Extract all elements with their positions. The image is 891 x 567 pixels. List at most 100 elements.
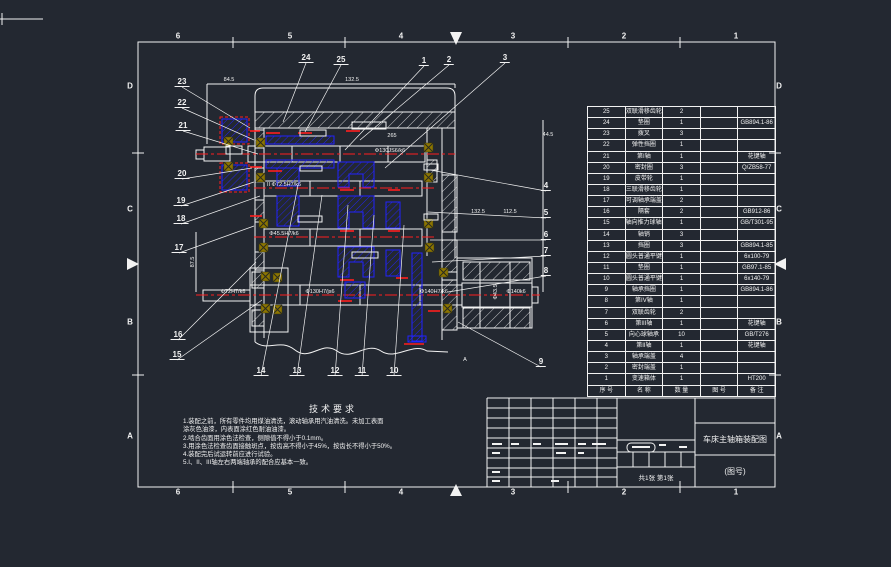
bom-cell: 3 — [662, 161, 701, 174]
leader-line — [431, 255, 547, 263]
bom-cell: 1 — [662, 273, 701, 286]
right-centering-mark — [774, 258, 786, 270]
leader-line — [334, 204, 349, 377]
bom-cell: 三联滑移齿轮 — [624, 183, 664, 197]
bom-cell — [699, 161, 739, 174]
bom-cell — [737, 362, 776, 375]
part-balloon: 9 — [535, 357, 547, 367]
leader-line — [361, 214, 375, 377]
leader-line — [384, 62, 506, 169]
bom-cell: GB894.1-85 — [737, 239, 776, 252]
bom-cell: 隔套 — [624, 206, 664, 219]
bom-cell: 数 量 — [662, 384, 701, 398]
bom-cell — [737, 295, 776, 308]
bom-cell: 变速箱体 — [624, 373, 664, 386]
zone-label: C — [127, 204, 133, 214]
bom-cell: 密封圈 — [624, 161, 664, 174]
bom-cell: 18 — [587, 183, 626, 197]
part-balloon: 22 — [174, 98, 190, 108]
zone-label: 3 — [510, 31, 516, 41]
part-balloon: 2 — [443, 55, 455, 65]
zone-label: D — [776, 81, 782, 91]
bom-cell: 16 — [587, 206, 626, 219]
leader-line — [176, 299, 263, 361]
bom-cell: 1 — [662, 373, 701, 386]
leader-line — [182, 130, 259, 155]
bom-cell: 2 — [662, 105, 701, 119]
bom-cell: 10 — [662, 328, 701, 341]
leader-line — [177, 261, 257, 341]
assembly-section-view — [195, 83, 544, 355]
part-balloon: 1 — [418, 56, 430, 66]
bom-cell: 15 — [587, 217, 626, 230]
bom-cell: Q/ZB58-77 — [737, 161, 776, 174]
bom-cell: 轴向推力球轴承 — [624, 217, 664, 230]
bom-cell: 圆头普通平键 — [624, 273, 664, 286]
dimension-label: 265 — [387, 133, 397, 139]
part-balloon: 19 — [173, 196, 189, 206]
bom-cell — [699, 261, 739, 275]
bom-cell: 2 — [662, 195, 701, 208]
bom-cell — [737, 195, 776, 208]
bom-cell: 24 — [587, 117, 626, 130]
bom-cell: 3 — [662, 128, 701, 141]
dimension-label: Φ130H7/js6 — [305, 289, 335, 295]
bom-cell — [699, 105, 739, 119]
tech-line: 1.装配之前，所有零件均用煤油清洗，滚动轴承用汽油清洗。未加工表面 — [183, 418, 384, 425]
leader-line — [180, 195, 261, 225]
zone-label: 3 — [510, 487, 516, 497]
bom-cell: 22 — [587, 139, 626, 152]
bom-cell: 9 — [587, 284, 626, 297]
bom-cell: 1 — [662, 217, 701, 230]
leader-line — [178, 225, 255, 254]
part-balloon: 21 — [175, 121, 191, 131]
bom-cell — [699, 317, 739, 330]
bom-cell — [699, 284, 739, 297]
bom-cell: GB912-86 — [737, 206, 776, 219]
bom-cell: 1 — [662, 339, 701, 353]
leader-line — [260, 184, 299, 377]
bom-cell — [737, 105, 776, 119]
bom-cell — [699, 150, 739, 163]
zone-label: 6 — [175, 487, 181, 497]
bom-cell: 1 — [662, 362, 701, 375]
bom-cell: 1 — [587, 373, 626, 386]
part-balloon: 4 — [540, 181, 552, 191]
tech-line: 4.装配完后试运转前应进行试验。 — [183, 451, 277, 459]
title-block-grid — [486, 397, 775, 487]
bom-cell: 备 注 — [737, 384, 776, 398]
bom-cell: 1 — [662, 261, 701, 275]
bom-cell — [699, 339, 739, 353]
bom-cell: GB97.1-85 — [737, 261, 776, 275]
mesh-marks — [250, 130, 440, 345]
bom-cell: 花键轴 — [737, 339, 776, 353]
bottom-centering-mark — [450, 484, 462, 496]
bom-cell — [699, 273, 739, 286]
bom-cell: 1 — [662, 172, 701, 185]
zone-label: 2 — [621, 31, 627, 41]
zone-label: D — [127, 81, 133, 91]
bom-cell: 1 — [662, 183, 701, 197]
bom-cell: 第III轴 — [624, 317, 664, 330]
zone-label: C — [776, 204, 782, 214]
zone-label: 1 — [733, 31, 739, 41]
bom-cell: 6x140-79 — [737, 273, 776, 286]
bom-cell — [737, 228, 776, 241]
bom-cell — [699, 250, 739, 263]
bom-cell: 6 — [587, 317, 626, 330]
bom-cell: 21 — [587, 150, 626, 163]
part-balloon: 11 — [354, 366, 370, 376]
leader-line — [457, 321, 542, 368]
